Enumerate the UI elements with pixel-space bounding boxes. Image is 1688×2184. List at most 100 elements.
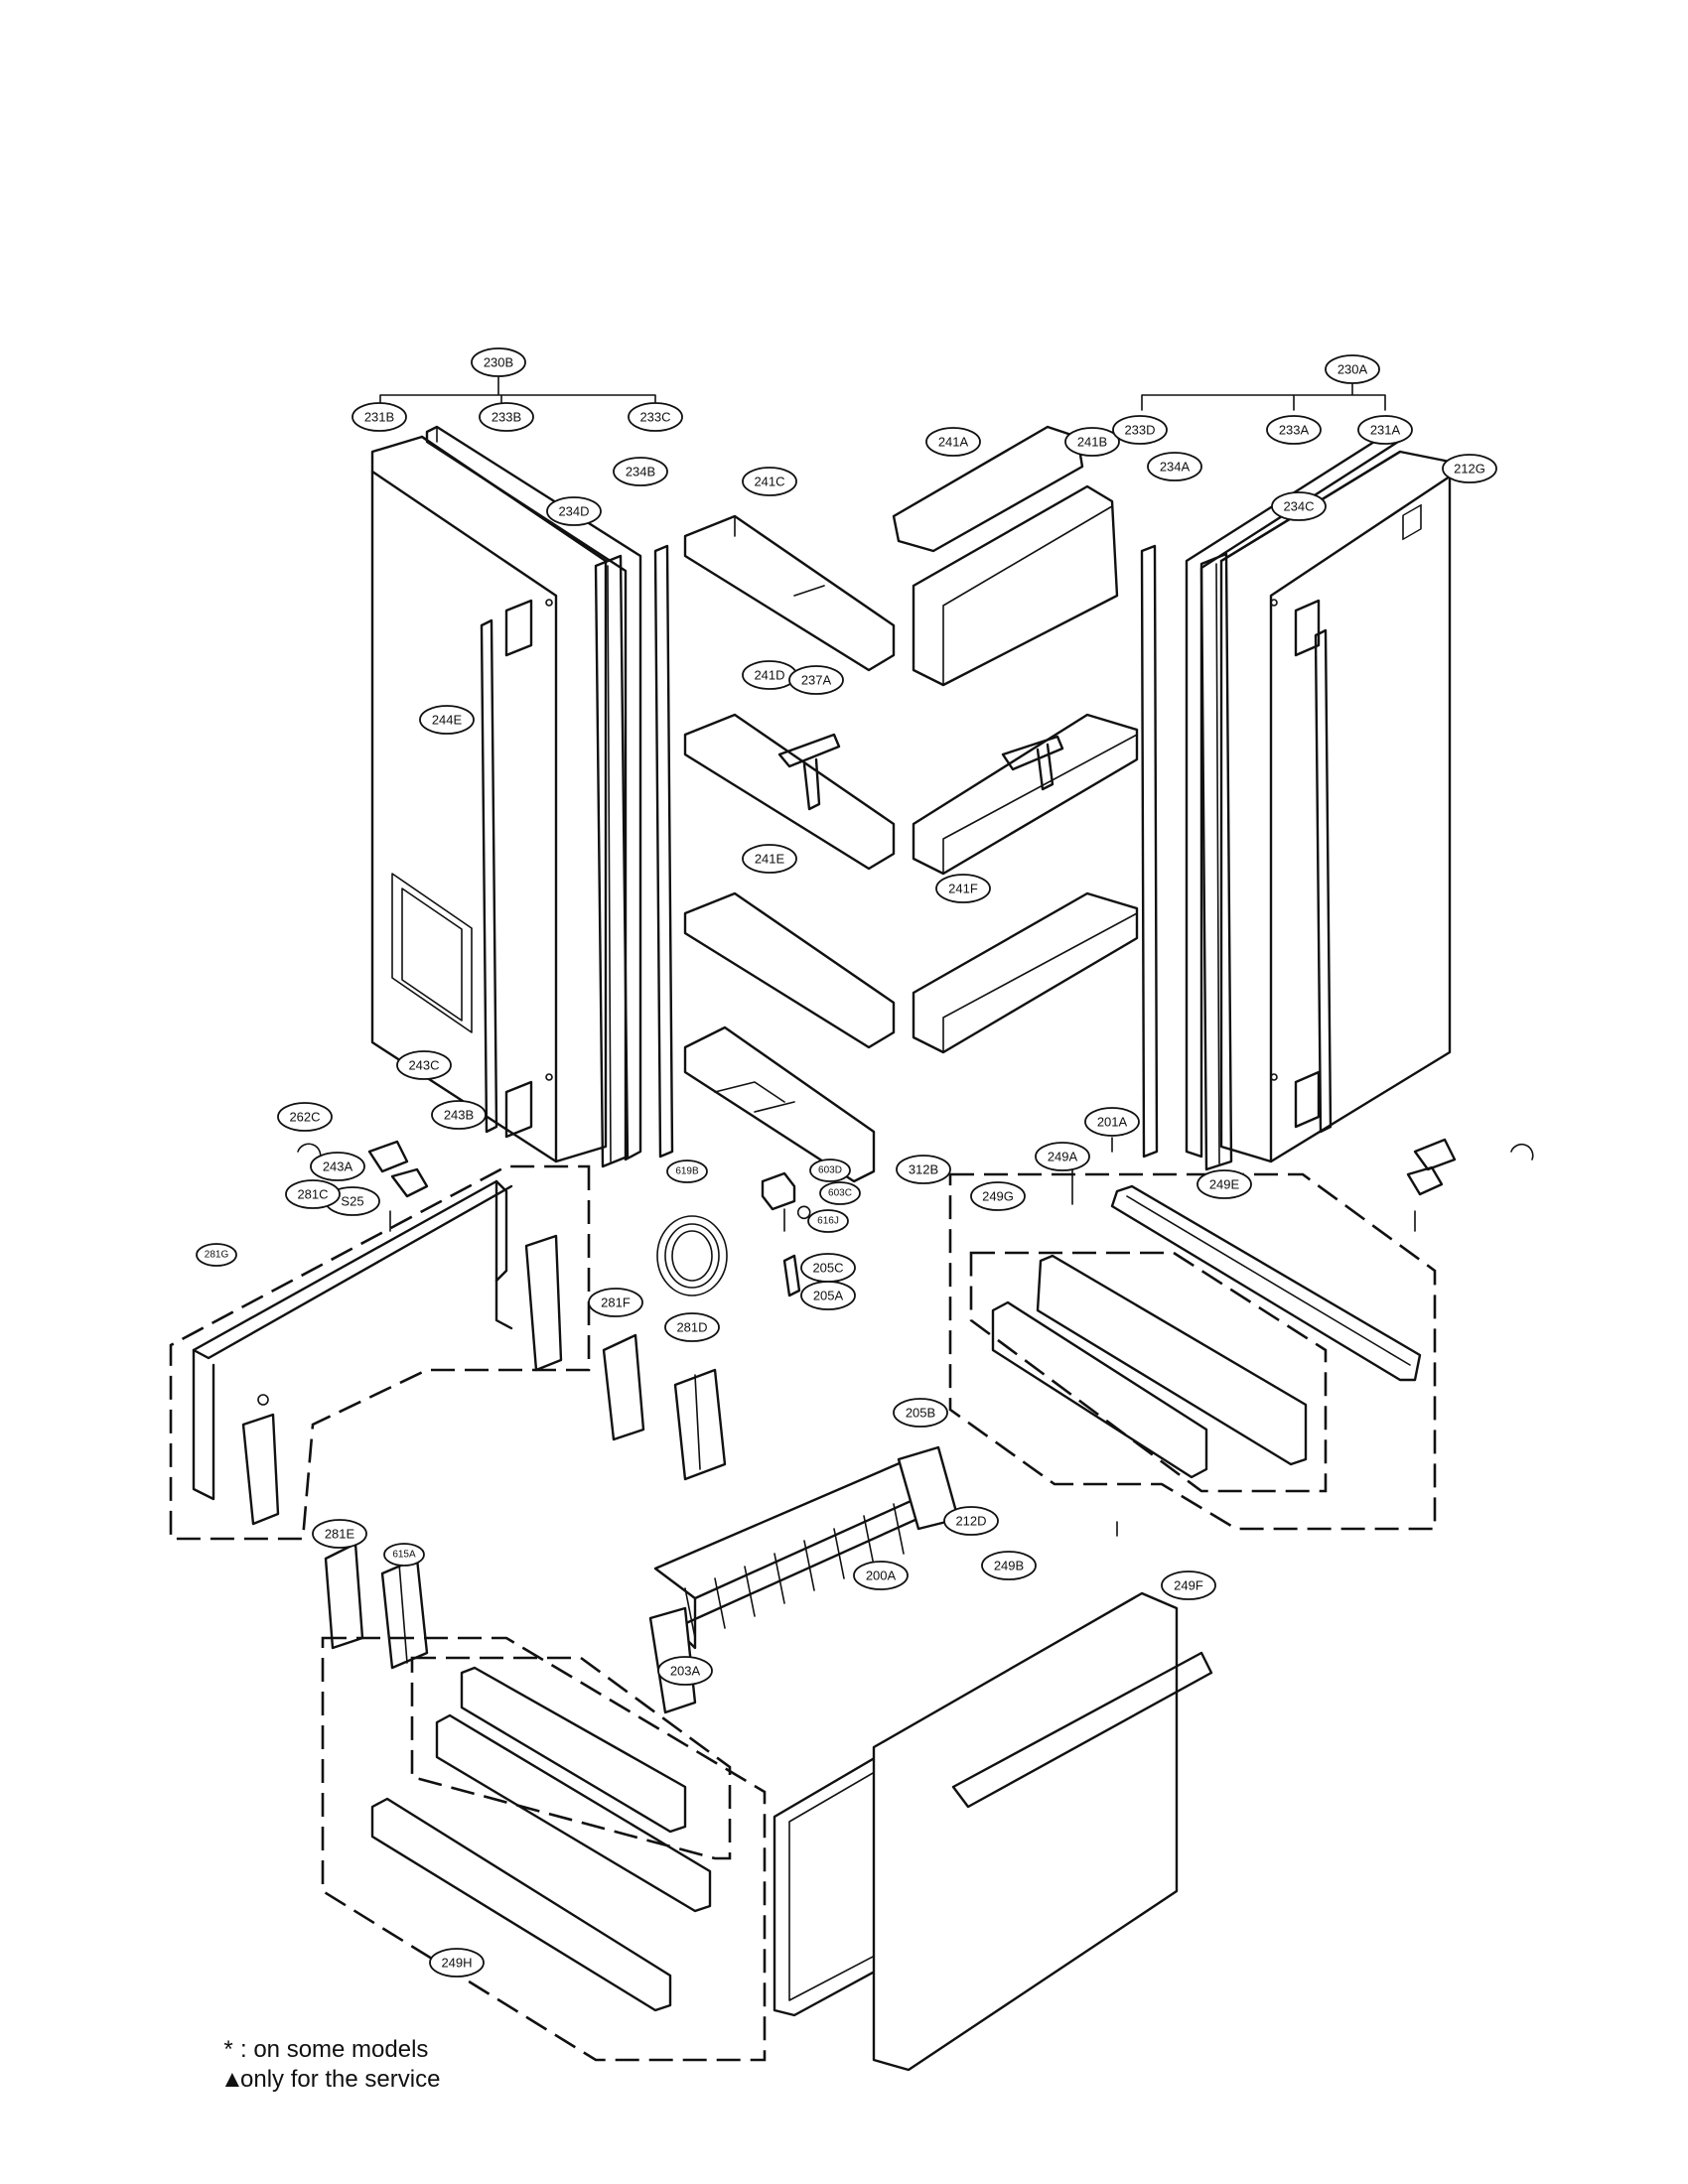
callout-label: 281F	[601, 1296, 631, 1310]
callout-281f: 281F	[588, 1288, 643, 1317]
callout-label: 201A	[1097, 1115, 1128, 1130]
callout-bubble	[1112, 415, 1168, 445]
callout-244e: 244E	[419, 705, 475, 735]
callout-bubble	[981, 1551, 1037, 1580]
callout-205c: 205C	[800, 1253, 856, 1283]
callout-281g: 281G	[196, 1243, 237, 1267]
callout-bubble	[800, 1281, 856, 1310]
callout-249e: 249E	[1196, 1169, 1252, 1199]
callout-249b: 249B	[981, 1551, 1037, 1580]
callout-label: 312B	[909, 1162, 938, 1177]
callout-label: 203A	[670, 1664, 701, 1679]
callout-bubble	[819, 1181, 861, 1205]
legend-row-some-models: * : on some models	[220, 2035, 440, 2065]
callout-231b: 231B	[352, 402, 407, 432]
callout-231a: 231A	[1357, 415, 1413, 445]
callout-label: 233B	[492, 410, 521, 425]
legend-text-some-models: : on some models	[240, 2036, 429, 2063]
callout-label: 212D	[955, 1514, 986, 1529]
callout-bubble	[970, 1181, 1026, 1211]
callout-bubble	[809, 1159, 851, 1182]
callout-203a: 203A	[657, 1656, 713, 1686]
callout-label: 241D	[754, 668, 784, 683]
right-drawer-rail-assembly	[948, 1172, 1437, 1531]
callout-234d: 234D	[546, 496, 602, 526]
callout-bubble	[896, 1155, 951, 1184]
callout-label: 603C	[828, 1188, 852, 1199]
callout-233b: 233B	[479, 402, 534, 432]
callout-label: 243B	[444, 1108, 474, 1123]
callout-label: 281D	[676, 1320, 707, 1335]
callout-bubble	[664, 1312, 720, 1342]
callout-bubble	[546, 496, 602, 526]
callout-241b: 241B	[1064, 427, 1120, 457]
callout-label: 234B	[626, 465, 655, 479]
callout-label: 231B	[364, 410, 394, 425]
callout-label: 233D	[1124, 423, 1155, 438]
callout-label: 234C	[1283, 499, 1314, 514]
callout-bubble	[788, 665, 844, 695]
callout-label: 212G	[1454, 462, 1485, 477]
callout-label: 233C	[639, 410, 670, 425]
callout-249g: 249G	[970, 1181, 1026, 1211]
callout-205b: 205B	[893, 1398, 948, 1428]
callout-243b: 243B	[431, 1100, 487, 1130]
callout-233a: 233A	[1266, 415, 1322, 445]
callout-label: 243A	[323, 1160, 353, 1174]
callout-234c: 234C	[1271, 491, 1327, 521]
callout-label: S25	[341, 1194, 363, 1209]
callout-bubble	[666, 1160, 708, 1183]
water-valve-parts	[656, 1171, 822, 1297]
callout-bubble	[1266, 415, 1322, 445]
callout-212d: 212D	[943, 1506, 999, 1536]
callout-bubble	[312, 1519, 367, 1549]
callout-label: 241C	[754, 475, 784, 489]
callout-label: 244E	[432, 713, 463, 728]
callout-label: 234A	[1160, 460, 1191, 475]
callout-603c: 603C	[819, 1181, 861, 1205]
callout-241d: 241D	[742, 660, 797, 690]
asterisk-icon: *	[223, 2036, 233, 2063]
callout-bubble	[431, 1100, 487, 1130]
callout-234a: 234A	[1147, 452, 1202, 481]
callout-label: 205C	[812, 1261, 843, 1276]
callout-241e: 241E	[742, 844, 797, 874]
callout-241a: 241A	[925, 427, 981, 457]
callout-bubble	[479, 402, 534, 432]
callout-label: 249A	[1048, 1150, 1078, 1164]
callout-bubble	[1064, 427, 1120, 457]
callout-615a: 615A	[383, 1543, 425, 1567]
callout-616j: 616J	[807, 1209, 849, 1233]
callout-label: 249H	[441, 1956, 472, 1971]
callout-label: 205A	[813, 1289, 844, 1303]
callout-bubble	[1035, 1142, 1090, 1171]
callout-230a: 230A	[1325, 354, 1380, 384]
callout-label: 281G	[205, 1250, 229, 1261]
callout-243a: 243A	[310, 1152, 365, 1181]
callout-249h: 249H	[429, 1948, 485, 1978]
callout-262c: 262C	[277, 1102, 333, 1132]
callout-243c: 243C	[396, 1050, 452, 1080]
callout-label: 616J	[817, 1216, 839, 1227]
callout-label: 241A	[938, 435, 969, 450]
callout-bubble	[742, 467, 797, 496]
callout-label: 249F	[1174, 1578, 1203, 1593]
callout-label: 262C	[289, 1110, 320, 1125]
callout-label: 619B	[675, 1166, 699, 1177]
callout-bubble	[429, 1948, 485, 1978]
right-door-assembly	[1140, 433, 1452, 1171]
callout-bubble	[943, 1506, 999, 1536]
callout-bubble	[853, 1561, 909, 1590]
legend-text-service-only: only for the service	[240, 2066, 441, 2093]
lower-drawer-rail-assembly	[321, 1636, 767, 2062]
callout-bubble	[352, 402, 407, 432]
callout-label: 231A	[1370, 423, 1401, 438]
callout-bubble	[893, 1398, 948, 1428]
callout-205a: 205A	[800, 1281, 856, 1310]
callout-312b: 312B	[896, 1155, 951, 1184]
callout-label: 241E	[755, 852, 785, 867]
callout-bubble	[628, 402, 683, 432]
left-door-assembly	[370, 425, 674, 1168]
callout-label: 281C	[297, 1187, 328, 1202]
